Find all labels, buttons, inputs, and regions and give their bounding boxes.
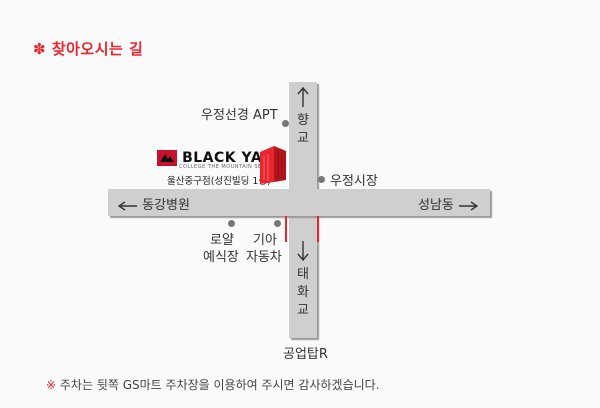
location-dot-icon — [274, 220, 281, 227]
arrow-up-icon — [297, 86, 309, 107]
store-entrance-marker-left — [285, 216, 287, 242]
location-dot-icon — [318, 176, 325, 183]
arrow-down-icon — [297, 241, 309, 262]
store-name: 울산중구점(성진빌딩 1층) — [167, 176, 271, 187]
landmark-kia-line1: 기아 — [253, 233, 277, 248]
store-entrance-marker-right — [317, 216, 319, 242]
title-text: 찾아오시는 길 — [51, 40, 144, 58]
location-dot-icon — [228, 220, 235, 227]
footer-text: 주차는 뒷쪽 GS마트 주차장을 이용하여 주시면 감사하겠습니다. — [59, 378, 380, 392]
east-road-text: 성남동 — [418, 198, 454, 213]
landmark-kia-line2: 자동차 — [246, 250, 282, 265]
landmark-wedding-line1: 로얄 — [210, 233, 234, 248]
landmark-market-label: 우정시장 — [330, 174, 378, 189]
footer-note: ※ 주차는 뒷쪽 GS마트 주차장을 이용하여 주시면 감사하겠습니다. — [46, 376, 380, 393]
brand-logo-icon — [157, 149, 177, 166]
landmark-wedding-line2: 예식장 — [203, 250, 239, 265]
title-mark: ✽ — [33, 40, 47, 58]
location-dot-icon — [282, 120, 289, 127]
landmark-bottom-label: 공업탑R — [283, 347, 328, 362]
west-road-label: 동강병원 — [117, 194, 190, 213]
east-road-label: 성남동 — [418, 194, 479, 213]
arrow-right-icon — [459, 200, 479, 211]
store-building-icon — [260, 146, 286, 184]
page-title: ✽ 찾아오시는 길 — [33, 38, 143, 59]
road-horizontal — [108, 189, 490, 216]
brand-name: BLACK YAK — [182, 150, 274, 166]
footer-mark: ※ — [46, 378, 57, 392]
arrow-left-icon — [117, 200, 137, 211]
landmark-apt-label: 우정선경 APT — [201, 108, 278, 123]
brand-sub: COLLEGE THE MOUNTAIN SERIES — [179, 164, 275, 170]
west-road-text: 동강병원 — [142, 198, 190, 213]
brand-row: BLACK YAK — [157, 147, 274, 166]
